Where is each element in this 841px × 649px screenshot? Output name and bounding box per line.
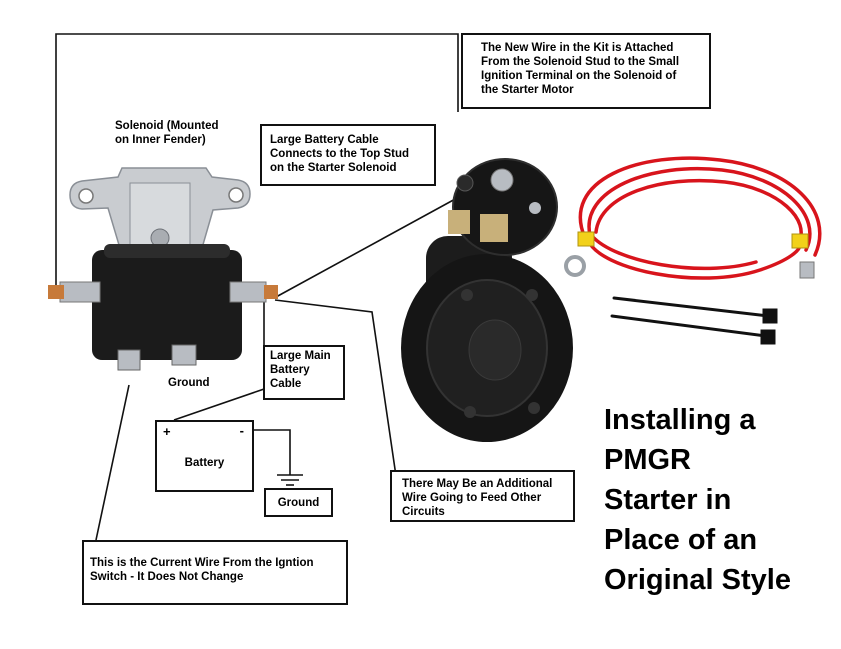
diagram-title: Installing a PMGR Starter in Place of an…: [604, 400, 834, 600]
large-battery-cable-note-text: Large Battery Cable Connects to the Top …: [270, 134, 410, 174]
connection-lines: [55, 33, 491, 541]
battery-ground-text: Ground: [277, 497, 320, 509]
ground-symbol-icon: [277, 474, 303, 486]
large-main-battery-cable-box: Large Main Battery Cable: [263, 345, 345, 400]
solenoid-label: Solenoid (Mounted on Inner Fender): [115, 120, 219, 146]
battery-ground-box: Ground: [264, 488, 333, 517]
ignition-wire-note-text: This is the Current Wire From the Igntio…: [90, 557, 314, 583]
title-line-4: Place of an: [604, 524, 758, 556]
title-line-5: Original Style: [604, 564, 791, 596]
line-ignition-wire: [95, 384, 130, 541]
battery-box: + - Battery: [155, 420, 254, 492]
starter-motor-illustration: [401, 158, 573, 442]
battery-label: Battery: [184, 457, 225, 469]
title-line-2: PMGR: [604, 444, 691, 476]
title-line-1: Installing a: [604, 404, 756, 436]
solenoid-ground-label: Ground: [168, 377, 210, 389]
title-line-3: Starter in: [604, 484, 732, 516]
solenoid-illustration: [48, 167, 278, 371]
additional-wire-note-box: There May Be an Additional Wire Going to…: [390, 470, 575, 522]
cable-ties-illustration: [610, 296, 778, 345]
additional-wire-note-text: There May Be an Additional Wire Going to…: [402, 478, 553, 518]
line-solenoid-left-to-new-wire-box: [55, 33, 459, 288]
line-battery-minus-to-ground: [246, 429, 291, 475]
battery-minus-terminal: -: [239, 423, 244, 438]
battery-plus-terminal: +: [163, 424, 171, 439]
wire-terminals: [564, 231, 815, 279]
red-wire-kit-illustration: [578, 156, 822, 280]
new-wire-note-text: The New Wire in the Kit is Attached From…: [481, 42, 680, 96]
line-right-stud-to-additional-wire-box: [274, 299, 397, 477]
ignition-wire-note-box: This is the Current Wire From the Igntio…: [82, 540, 348, 605]
large-main-battery-cable-text: Large Main Battery Cable: [270, 350, 331, 390]
large-battery-cable-note-box: Large Battery Cable Connects to the Top …: [260, 124, 436, 186]
new-wire-note-box: The New Wire in the Kit is Attached From…: [461, 33, 711, 109]
